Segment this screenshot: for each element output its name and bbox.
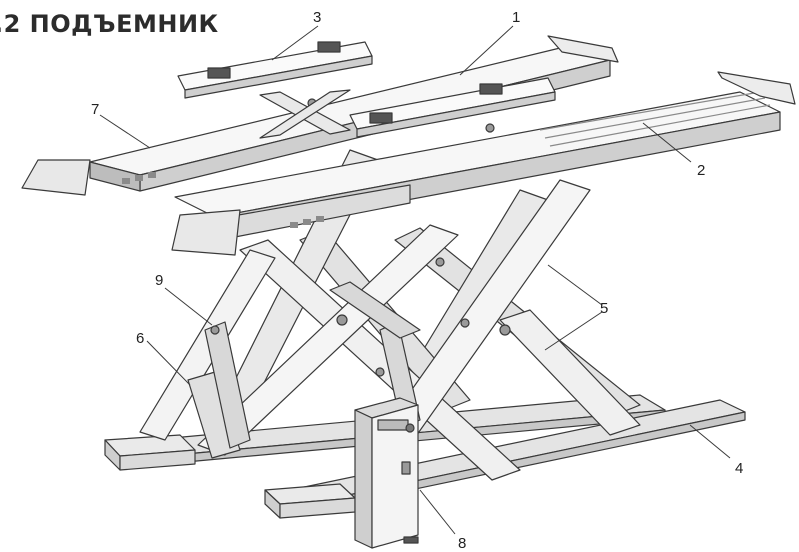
control-console [354,397,419,549]
callout-9: 9 [155,272,163,289]
callout-5: 5 [600,300,608,317]
front-ramp [171,184,411,256]
callout-4: 4 [735,460,743,477]
pivot-pins [210,98,511,377]
callout-1: 1 [512,9,520,26]
leader-lines [99,25,731,535]
callout-2: 2 [697,162,705,179]
callout-labels: 1 2 3 4 5 6 7 8 9 [91,9,743,552]
callout-7: 7 [91,101,99,118]
callout-3: 3 [313,9,321,26]
section-title: .2 ПОДЪЕМНИК [0,10,219,38]
auxiliary-platform-1 [349,77,556,138]
auxiliary-platform-3 [177,41,373,139]
callout-6: 6 [136,330,144,347]
callout-8: 8 [458,535,466,552]
